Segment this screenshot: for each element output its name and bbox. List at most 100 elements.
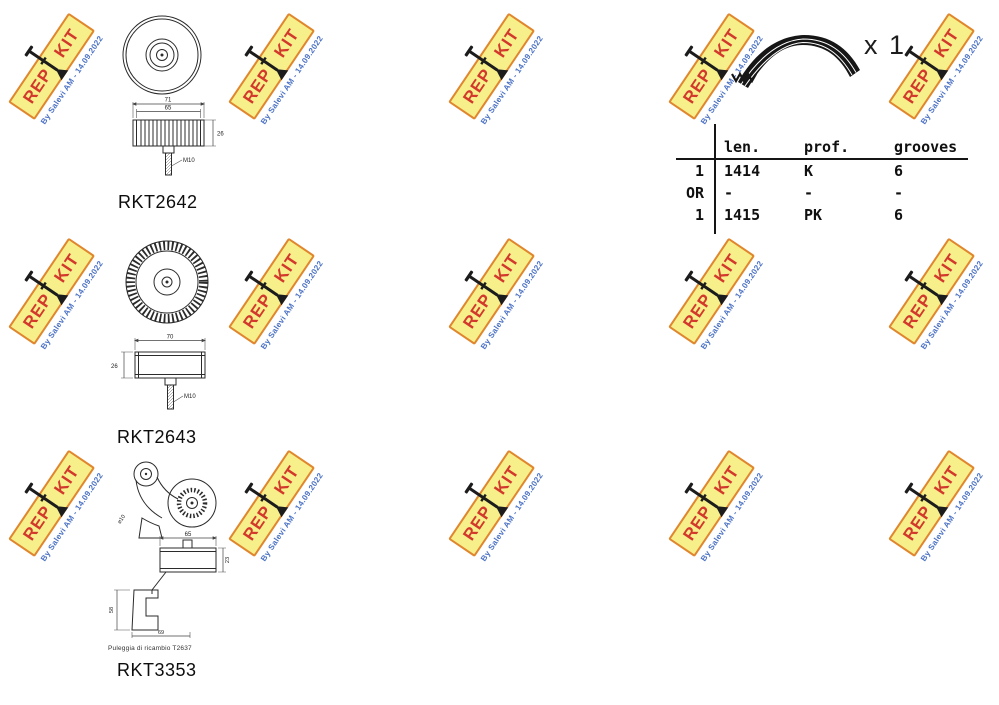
table-cell-grooves: 6 [894,162,904,180]
table-cell-len: 1414 [714,160,796,182]
watermark-brand-right: KIT [710,462,744,498]
jack-tool-icon [24,45,69,81]
rkt2643-front-view [122,238,212,326]
part-code-rkt2643: RKT2643 [117,427,197,447]
center-mark [160,53,164,57]
tensioner-side-profile [132,540,216,630]
table-cell-prof: - [804,184,814,202]
dimension-lines [133,103,213,146]
dim-bore: ⌀10 [117,514,127,525]
dim-thread: M10 [184,394,196,400]
table-spacer [676,226,714,234]
watermark-brand-right: KIT [930,25,964,61]
dim-height: 26 [217,132,224,138]
dim-pulley-width: 65 [185,532,192,538]
table-header-prof: prof. [796,124,886,160]
belt-rib-cross-section [732,74,756,81]
watermark-brand-right: KIT [50,25,84,61]
dim-pulley-height: 23 [225,557,231,563]
watermark-brand-right: KIT [270,25,304,61]
extension-lines [133,102,216,146]
bolt-shaft [163,146,174,175]
rkt2642-front-view [116,12,208,98]
table-header-len: len. [714,124,796,160]
table-cell-qty: 1 [694,162,704,180]
watermark-brand-right: KIT [490,25,524,61]
jack-tool-icon [244,45,289,81]
part-code-rkt3353: RKT3353 [117,660,197,680]
watermark-brand-right: KIT [50,250,84,286]
jack-tool-icon [464,270,509,306]
watermark-brand-right: KIT [490,462,524,498]
rkt3353-front-view: ⌀10 [117,448,235,546]
watermark-brand-right: KIT [930,462,964,498]
tensioner-arm [136,477,178,538]
tensioner-pulley [168,479,216,527]
rkt3353-side-view: 65 23 58 69 [109,532,231,642]
dim-height: 26 [111,364,118,370]
center-mark [144,472,148,476]
belt-spec-table: len. prof. grooves 1 1414 K 6 OR - - - 1… [676,124,968,234]
table-header-qty [676,124,714,160]
pulley-profile [135,352,205,378]
bolt-shaft [165,378,176,409]
jack-tool-icon [24,482,69,518]
center-mark [165,280,169,284]
jack-tool-icon [904,270,949,306]
watermark-brand-right: KIT [50,462,84,498]
jack-tool-icon [904,482,949,518]
watermark-brand-right: KIT [490,250,524,286]
dim-outer-width: 71 [165,98,172,104]
dimension-lines [117,537,223,636]
dimension-lines [124,339,205,378]
table-spacer [796,226,886,234]
extension-lines [121,338,205,378]
extension-lines [114,536,226,638]
leader-line [174,396,184,402]
watermark-brand-right: KIT [710,250,744,286]
watermark-brand-right: KIT [270,462,304,498]
part-code-rkt2642: RKT2642 [118,192,198,212]
table-header-grooves: grooves [886,124,968,160]
pulley-profile [133,120,204,146]
rkt2643-side-view: 70 26 M10 [111,335,232,436]
watermark-brand-right: KIT [270,250,304,286]
dim-thread: M10 [183,158,195,164]
ribbed-belt-drawing [728,35,860,88]
table-cell-len: - [714,182,796,204]
jack-tool-icon [464,482,509,518]
rkt2642-side-view: 71 65 26 M10 [113,98,224,192]
jack-tool-icon [244,270,289,306]
jack-tool-icon [244,482,289,518]
jack-tool-icon [684,482,729,518]
pulley-front-circles [123,16,201,94]
center-mark [190,501,194,505]
table-cell-len: 1415 [714,204,796,226]
jack-tool-icon [904,45,949,81]
jack-tool-icon [684,45,729,81]
watermark-brand-right: KIT [930,250,964,286]
table-spacer [714,226,796,234]
table-cell-grooves: - [894,184,904,202]
belt-quantity-label: x 1 [864,30,907,60]
dim-arm-height: 58 [109,607,115,613]
dim-base-width: 69 [158,630,164,636]
leader-line [172,160,183,166]
tensioner-pivot [134,462,158,486]
table-cell-qty: OR [685,184,704,202]
spare-pulley-note: Puleggia di ricambio T2637 [108,645,192,652]
dim-width: 70 [167,335,174,341]
